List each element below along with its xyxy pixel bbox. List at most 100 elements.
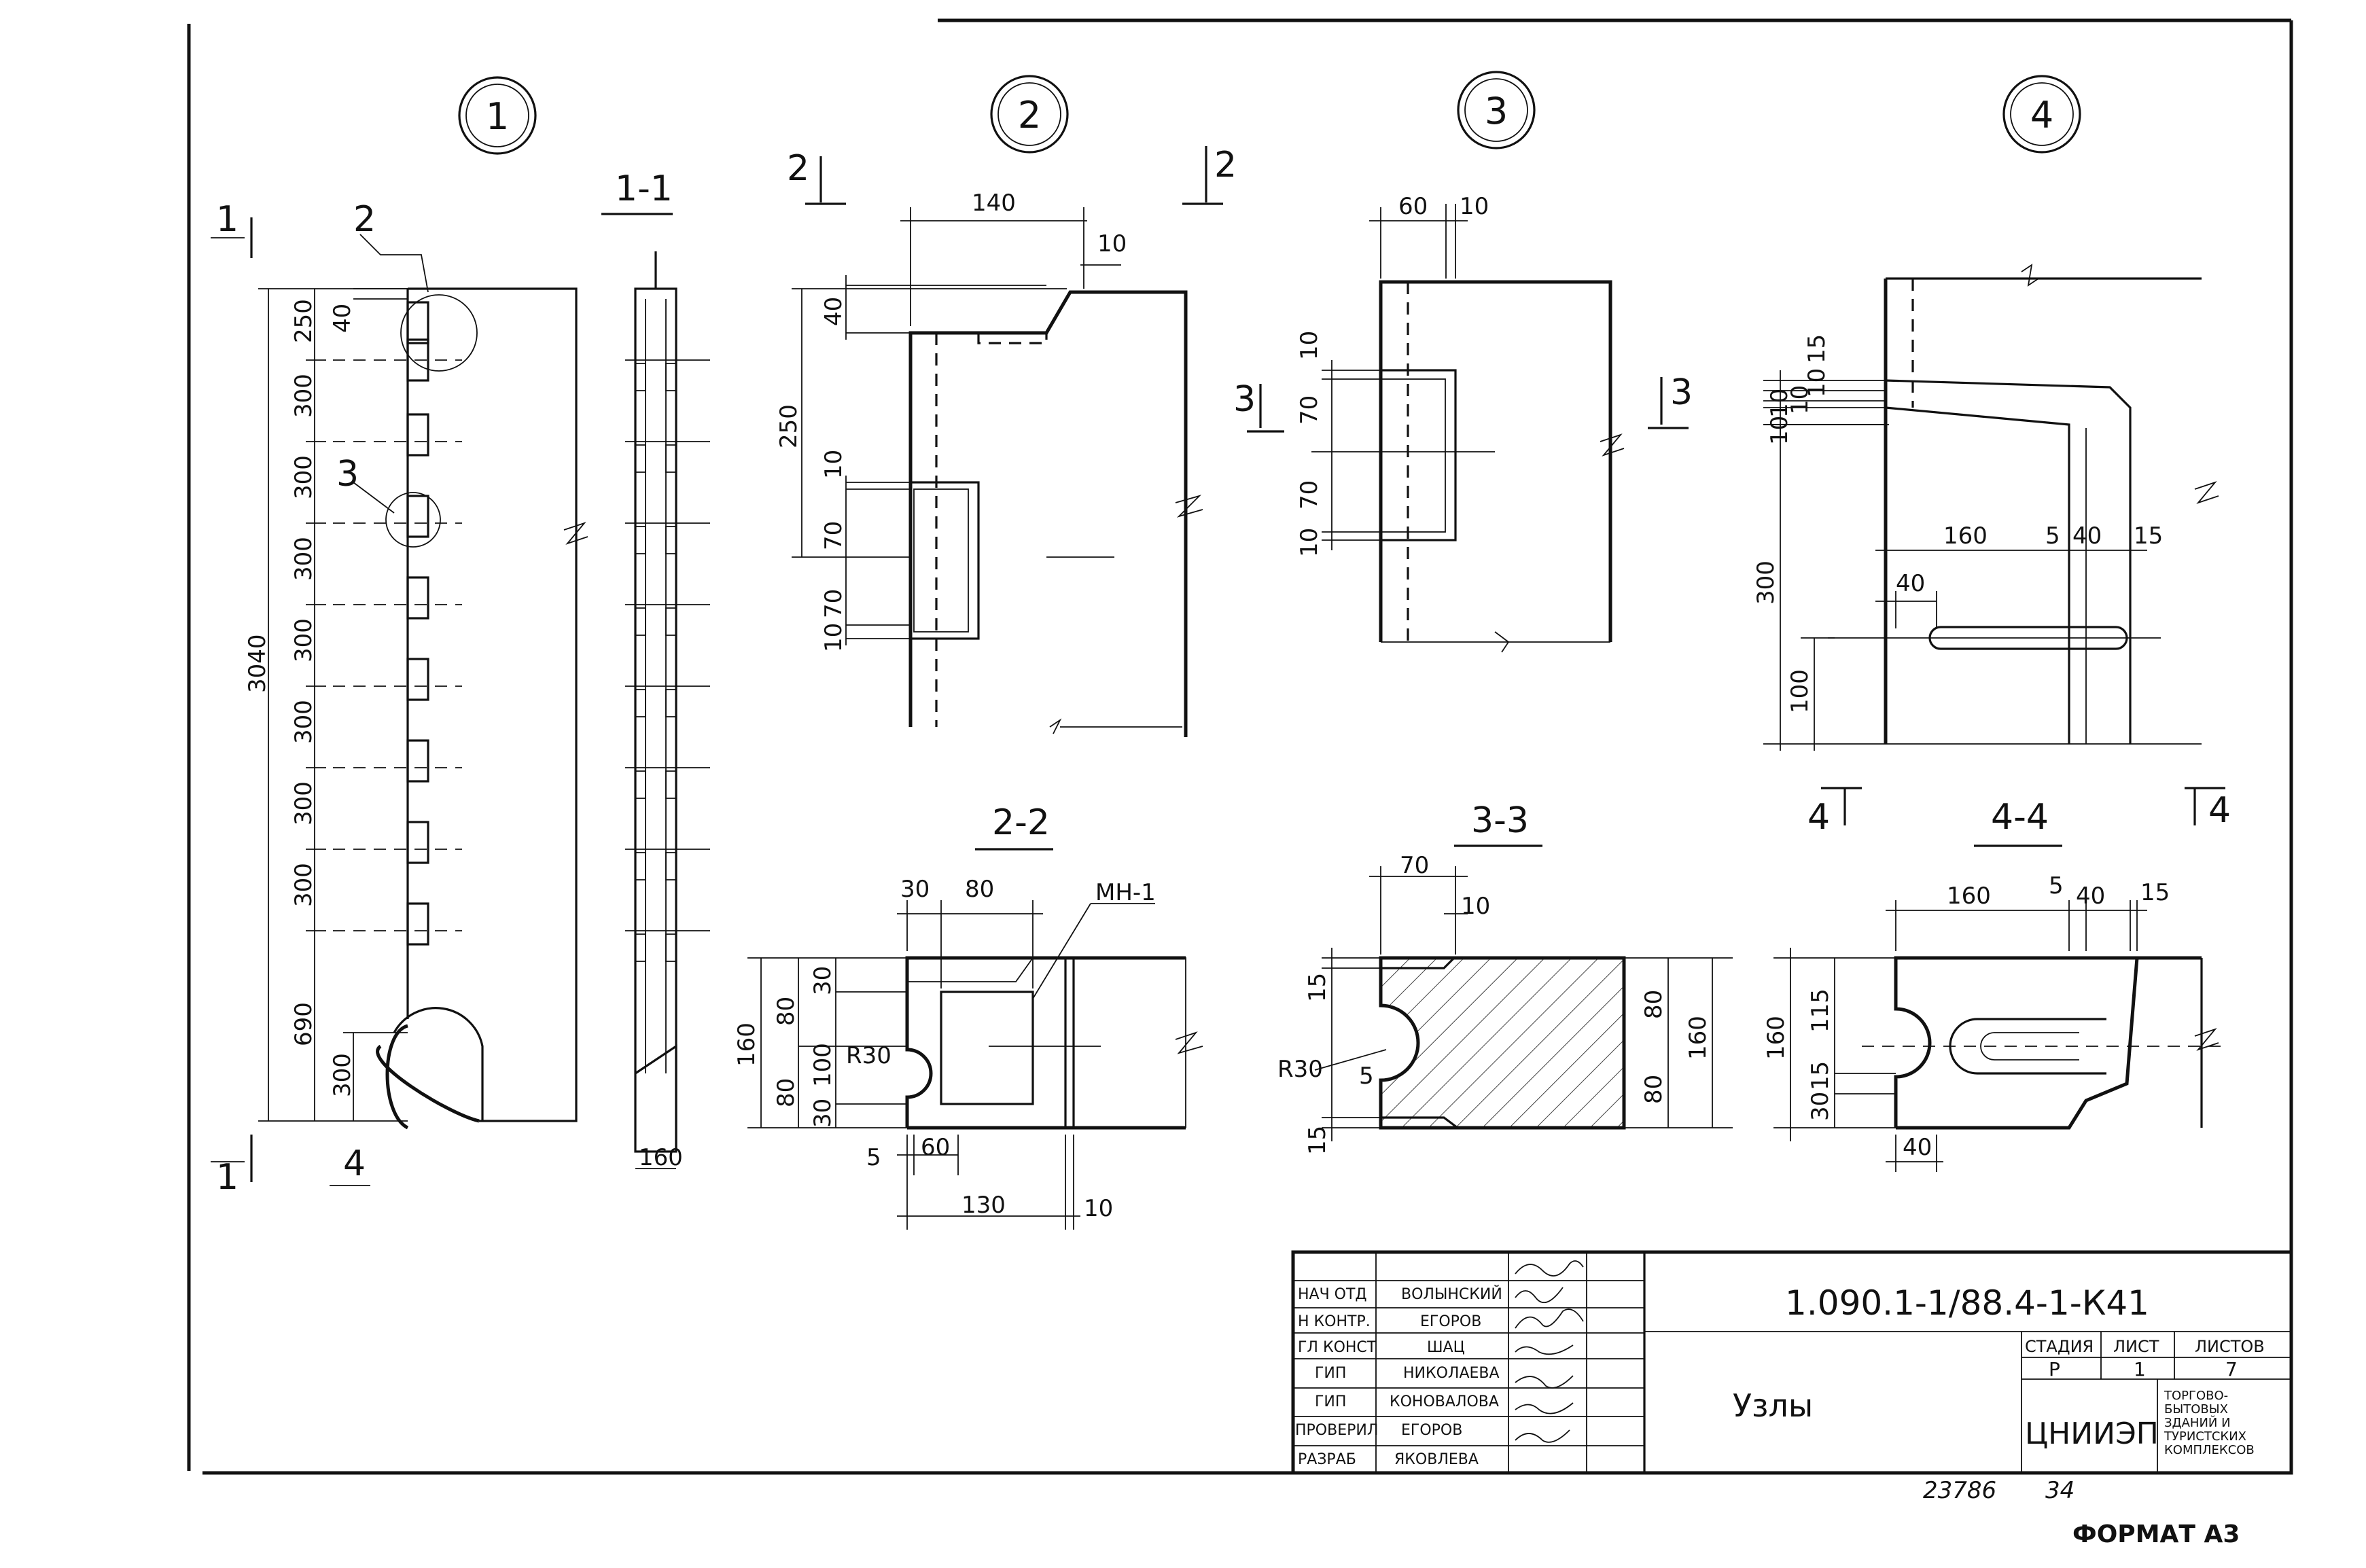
sheets-header: ЛИСТОВ xyxy=(2195,1337,2265,1356)
n4-sec-5: 5 xyxy=(2049,872,2064,899)
n3-dim-70a: 70 xyxy=(1296,395,1323,425)
n1-dim-300e: 300 xyxy=(290,700,317,744)
n2-sec-30b: 30 xyxy=(809,966,836,995)
n3-sec-15b: 15 xyxy=(1304,1126,1331,1155)
node3-number: 3 xyxy=(1485,90,1508,132)
node4-number: 4 xyxy=(2030,94,2053,137)
marker-3-right: 3 xyxy=(1670,372,1693,413)
section-3-3-label: 3-3 xyxy=(1471,800,1529,841)
org-desc-0: ТОРГОВО- xyxy=(2164,1389,2228,1403)
marker-2-right: 2 xyxy=(1214,145,1237,185)
n4-dim-100: 100 xyxy=(1786,669,1814,713)
n3-dim-10b: 10 xyxy=(1296,528,1323,557)
tb-name-1: ЕГОРОВ xyxy=(1420,1313,1481,1330)
n4-sec-160: 160 xyxy=(1947,883,1991,910)
n2-sec-30: 30 xyxy=(900,876,930,903)
node2-number: 2 xyxy=(1018,94,1041,137)
n1-dim-300g: 300 xyxy=(290,863,317,907)
org-desc-3: ТУРИСТСКИХ xyxy=(2164,1429,2246,1444)
n3-dim-10: 10 xyxy=(1460,193,1489,220)
node1-leader-2: 2 xyxy=(353,199,376,240)
org-name: ЦНИИЭП xyxy=(2025,1416,2159,1451)
n1-dim-690: 690 xyxy=(290,1002,317,1046)
n3-sec-10: 10 xyxy=(1461,893,1490,920)
n4-sec-15b: 15 xyxy=(1807,1061,1834,1090)
node4-callout: 4 xyxy=(2002,75,2081,154)
n2-dim-70a: 70 xyxy=(820,521,847,550)
n4-dim-15: 15 xyxy=(1803,334,1831,363)
n2-dim-40: 40 xyxy=(820,297,847,326)
node1-elevation: 2 3 4 1 1 250 40 xyxy=(211,199,588,1198)
sheet-header: ЛИСТ xyxy=(2113,1337,2159,1356)
n1-dim-300h: 300 xyxy=(329,1053,356,1097)
n4-dim-10a: 10 xyxy=(1803,368,1831,397)
n4-dim-40: 40 xyxy=(2072,522,2102,550)
node3-callout: 3 xyxy=(1457,71,1536,149)
format-label: ФОРМАТ А3 xyxy=(2072,1520,2240,1548)
org-desc-4: КОМПЛЕКСОВ xyxy=(2164,1443,2255,1457)
n2-dim-10: 10 xyxy=(1097,230,1127,257)
node2-callout: 2 xyxy=(990,75,1069,154)
n1-dim-300f: 300 xyxy=(290,781,317,825)
marker-2-left: 2 xyxy=(787,148,809,189)
n2-sec-80a: 80 xyxy=(773,997,800,1026)
n1-dim-300c: 300 xyxy=(290,537,317,581)
n4-dim-10b: 10 xyxy=(1786,385,1814,414)
section-1-1: 1-1 xyxy=(601,168,710,1171)
n4-dim-10d: 10 xyxy=(1766,416,1793,445)
n2-dim-140: 140 xyxy=(972,190,1016,217)
n4-dim-40b: 40 xyxy=(1896,570,1925,597)
n4-dim-160: 160 xyxy=(1943,522,1988,550)
n2-sec-60: 60 xyxy=(921,1134,950,1161)
n2-sec-100: 100 xyxy=(809,1043,836,1087)
marker-4-left: 4 xyxy=(1807,797,1830,838)
node1-callout: 1 xyxy=(458,76,537,155)
marker-1-top: 1 xyxy=(216,199,239,240)
section-2-2-label: 2-2 xyxy=(992,802,1050,843)
n4-sec-15: 15 xyxy=(2140,879,2170,906)
n2-mn1-label: МН-1 xyxy=(1095,879,1156,906)
node1-leader-3: 3 xyxy=(336,454,359,495)
sheet-value: 1 xyxy=(2134,1358,2146,1380)
node2-detail: 2 2 140 10 40 250 10 70 xyxy=(775,145,1237,737)
sheets-value: 7 xyxy=(2225,1358,2238,1380)
tb-name-0: ВОЛЫНСКИЙ xyxy=(1401,1285,1502,1303)
n4-sec-160b: 160 xyxy=(1763,1016,1790,1060)
n3-dim-70b: 70 xyxy=(1296,480,1323,510)
n2-dim-10a: 10 xyxy=(820,450,847,479)
n1-dim-3040: 3040 xyxy=(244,634,271,693)
org-desc-1: БЫТОВЫХ xyxy=(2164,1402,2228,1416)
tb-name-3: НИКОЛАЕВА xyxy=(1403,1365,1500,1382)
n3-sec-160: 160 xyxy=(1684,1016,1712,1060)
tb-name-4: КОНОВАЛОВА xyxy=(1390,1393,1499,1410)
marker-4-right: 4 xyxy=(2208,790,2231,831)
marker-3-left: 3 xyxy=(1233,379,1256,420)
node1-bottom-label: 4 xyxy=(343,1143,366,1184)
sheet-frame xyxy=(187,18,2293,1475)
tb-role-5: ПРОВЕРИЛ xyxy=(1295,1422,1378,1439)
n4-dim-5: 5 xyxy=(2045,522,2060,550)
tb-role-4: ГИП xyxy=(1315,1393,1346,1410)
s11-width: 160 xyxy=(639,1144,683,1171)
tb-role-1: Н КОНТР. xyxy=(1298,1313,1371,1330)
n3-dim-60: 60 xyxy=(1398,193,1428,220)
stage-value: Р xyxy=(2049,1358,2060,1380)
n2-sec-r30: R30 xyxy=(846,1042,891,1069)
n3-sec-15a: 15 xyxy=(1304,973,1331,1002)
n2-sec-10: 10 xyxy=(1084,1195,1113,1222)
n3-sec-80a: 80 xyxy=(1640,990,1667,1019)
section-4-4: 4-4 160 5 40 15 xyxy=(1763,797,2229,1172)
n2-dim-250: 250 xyxy=(775,404,802,448)
org-desc-2: ЗДАНИЙ И xyxy=(2164,1415,2231,1430)
n3-sec-70: 70 xyxy=(1400,852,1429,879)
node4-detail: 4 4 15 10 10 10 10 160 xyxy=(1752,264,2231,838)
n2-sec-80: 80 xyxy=(965,876,994,903)
n2-sec-160: 160 xyxy=(733,1022,760,1067)
stage-header: СТАДИЯ xyxy=(2025,1337,2094,1356)
n3-sec-r30: R30 xyxy=(1277,1056,1323,1083)
n4-sec-115: 115 xyxy=(1807,988,1834,1033)
n4-dim-300: 300 xyxy=(1752,560,1780,605)
tb-role-0: НАЧ ОТД xyxy=(1298,1286,1367,1303)
tb-name-6: ЯКОВЛЕВА xyxy=(1394,1451,1479,1468)
